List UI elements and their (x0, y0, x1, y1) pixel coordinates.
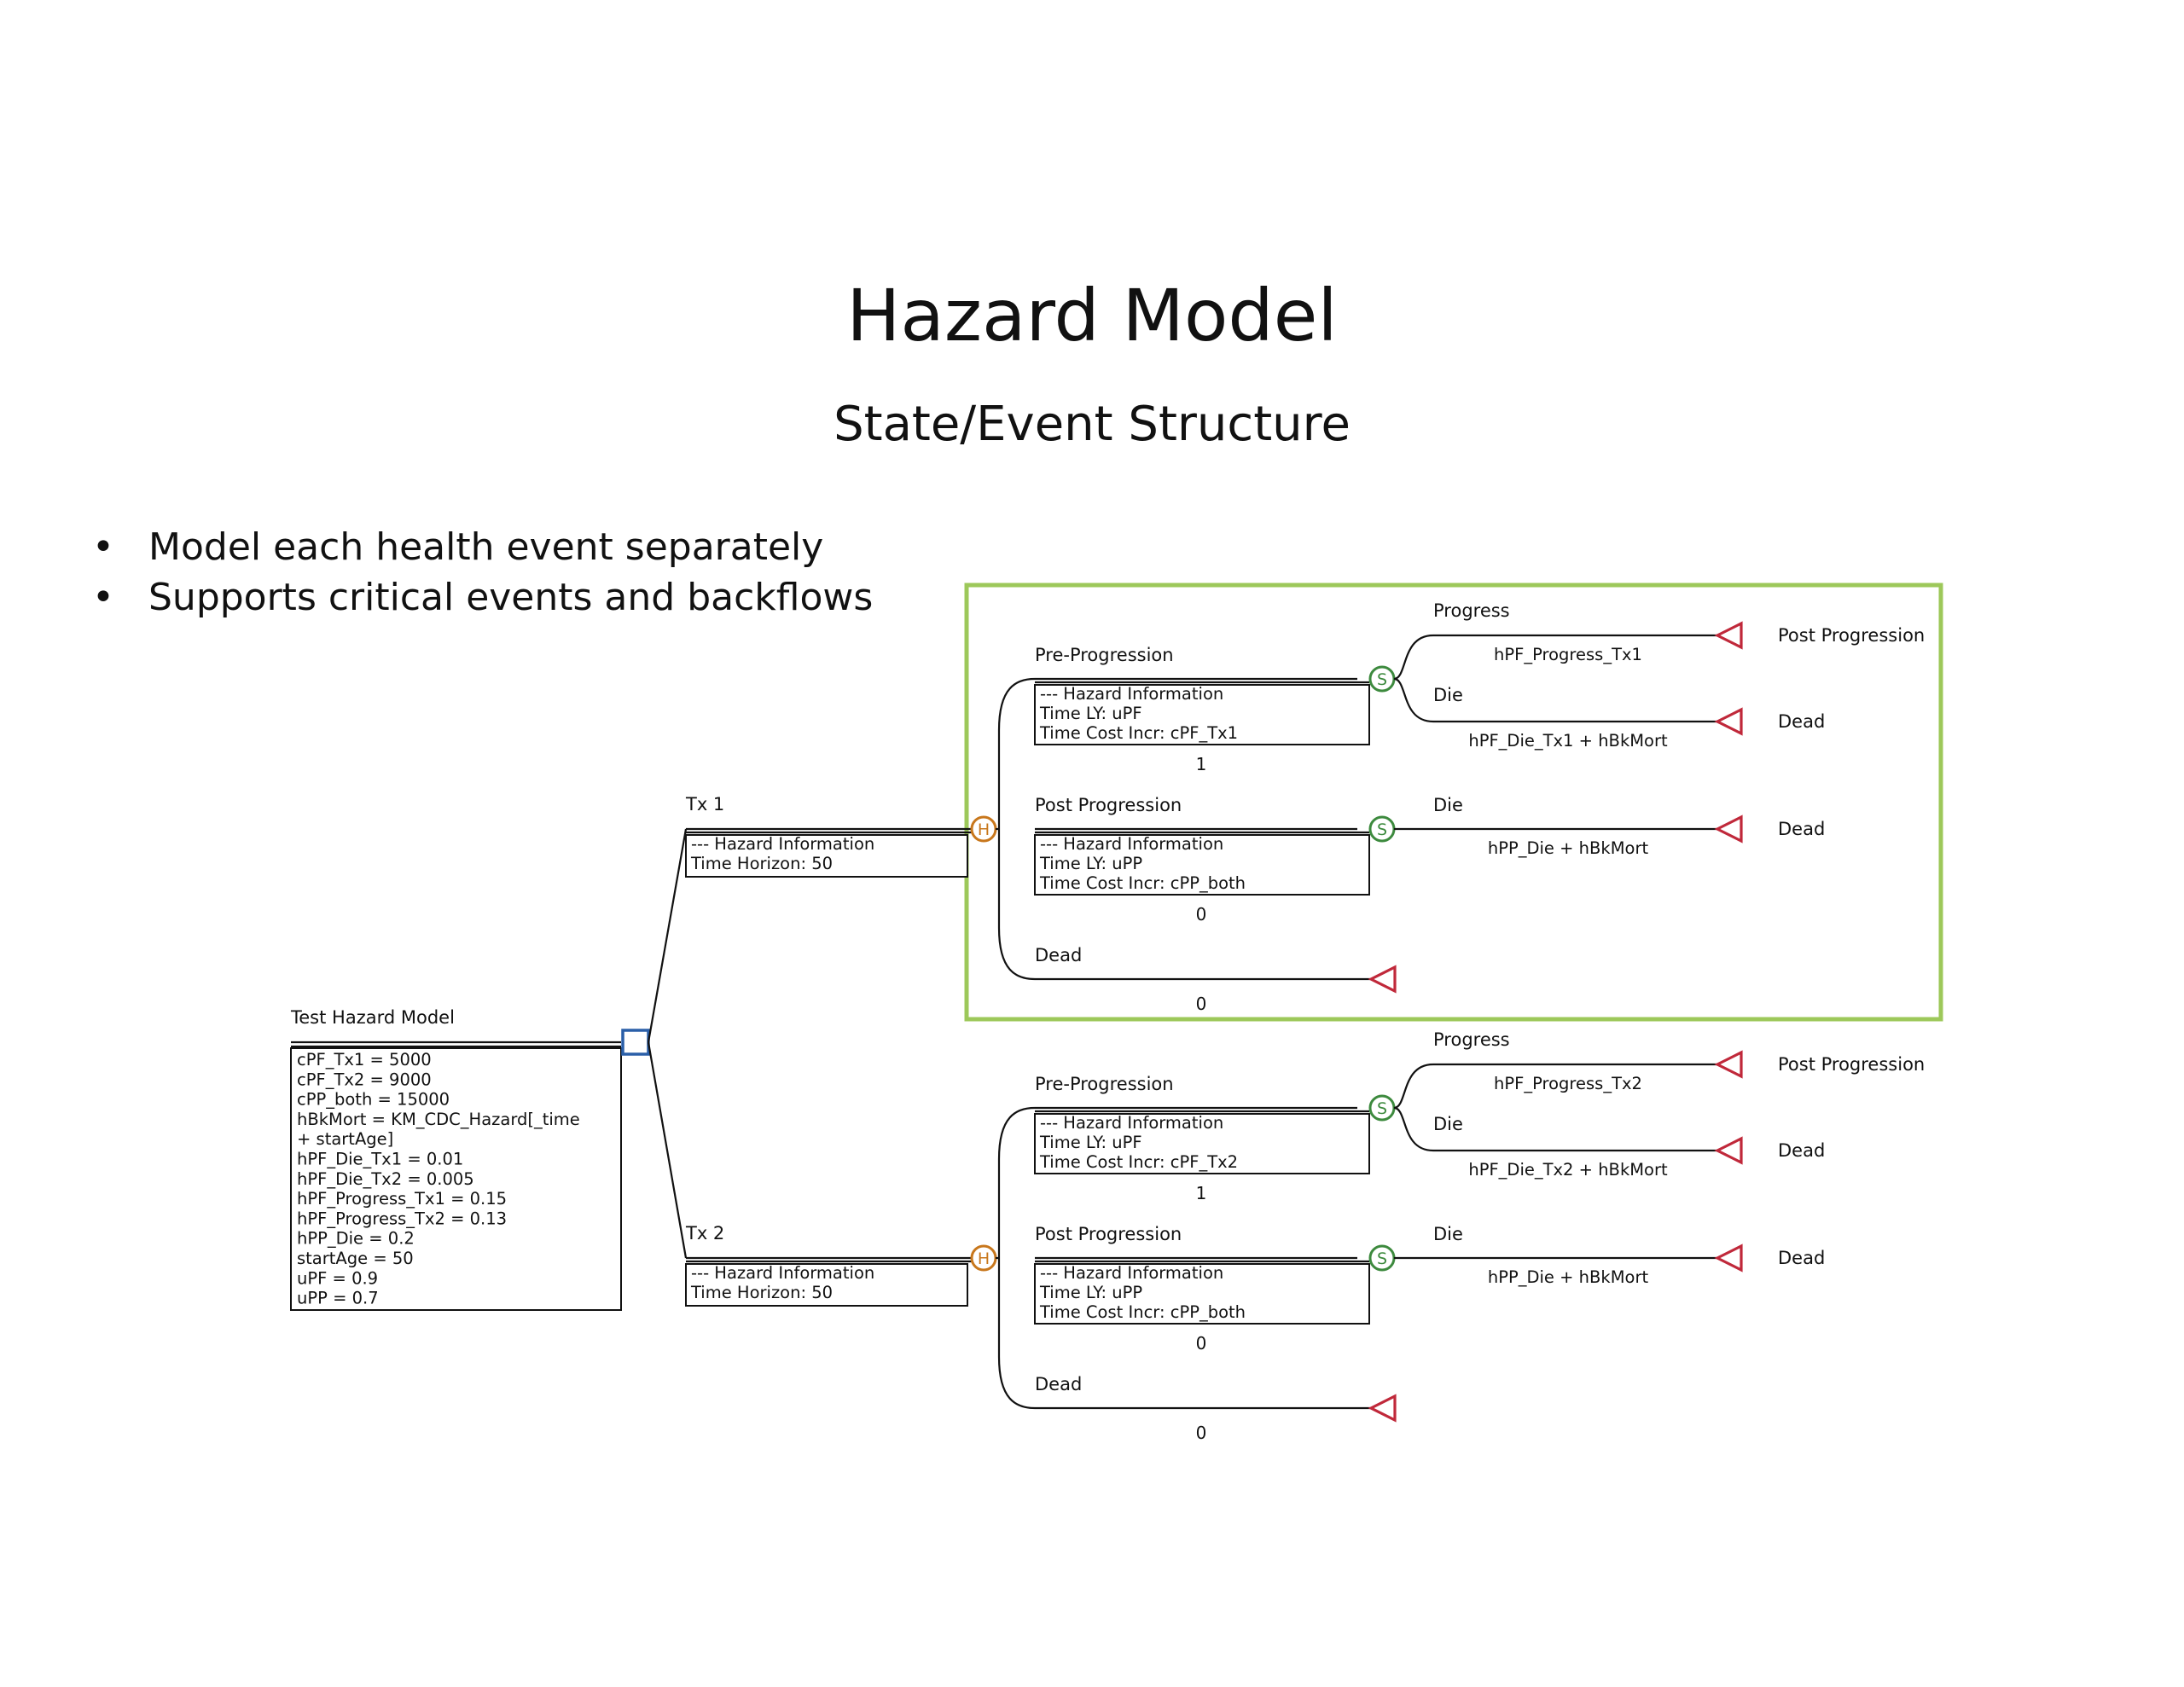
slide-subtitle: State/Event Structure (834, 397, 1350, 452)
root-definition: cPF_Tx1 = 5000 (297, 1050, 432, 1070)
event-formula: hPF_Die_Tx1 + hBkMort (1468, 731, 1668, 751)
state-label: Pre-Progression (1035, 645, 1174, 665)
state-node-letter: S (1377, 1249, 1387, 1268)
root-definition: hBkMort = KM_CDC_Hazard[_time (297, 1110, 580, 1129)
event-label: Die (1433, 685, 1463, 705)
state-connector (997, 1106, 1036, 1410)
terminal-node (1714, 707, 1743, 736)
highlight-frame (964, 583, 1943, 1022)
state-info: --- Hazard Information (1040, 1113, 1223, 1133)
terminal-node (1714, 621, 1743, 650)
state-info: Time LY: uPP (1039, 854, 1142, 873)
branch-info: Time Horizon: 50 (690, 854, 833, 873)
state-info: Time LY: uPF (1039, 1133, 1142, 1152)
state-node-letter: S (1377, 670, 1387, 689)
bullet-item: Supports critical events and backflows (92, 572, 873, 623)
state-probability: 1 (1196, 1183, 1207, 1203)
state-info: Time Cost Incr: cPP_both (1039, 873, 1246, 893)
decision-node (621, 1029, 650, 1056)
branch-info: Time Horizon: 50 (690, 1283, 833, 1302)
event-formula: hPF_Progress_Tx2 (1494, 1074, 1642, 1093)
terminal-node (1368, 965, 1397, 994)
root-definition: hPF_Progress_Tx1 = 0.15 (297, 1189, 507, 1209)
state-info: --- Hazard Information (1040, 684, 1223, 704)
event-edge (1393, 677, 1717, 723)
hazard-node-letter: H (978, 820, 990, 839)
terminal-label: Dead (1778, 1248, 1825, 1268)
root-definition: hPP_Die = 0.2 (297, 1229, 415, 1249)
bullet-item: Model each health event separately (92, 522, 873, 572)
state-info: Time Cost Incr: cPP_both (1039, 1302, 1246, 1322)
root-label: Test Hazard Model (290, 1007, 455, 1028)
state-info-box (1034, 1263, 1370, 1325)
event-label: Progress (1433, 1029, 1510, 1050)
event-edge (1393, 634, 1717, 681)
root-definition: cPP_both = 15000 (297, 1090, 450, 1110)
terminal-node (1368, 1394, 1397, 1423)
state-info: Time LY: uPP (1039, 1283, 1142, 1302)
event-formula: hPP_Die + hBkMort (1488, 838, 1649, 858)
event-label: Die (1433, 1224, 1463, 1244)
terminal-node (1714, 1244, 1743, 1272)
root-definition: hPF_Progress_Tx2 = 0.13 (297, 1209, 507, 1228)
event-label: Die (1433, 795, 1463, 815)
state-probability: 0 (1196, 994, 1207, 1014)
branch-info-box (685, 834, 968, 878)
branch-info: --- Hazard Information (691, 1263, 874, 1283)
state-info: Time LY: uPF (1039, 704, 1142, 723)
state-node-letter: S (1377, 820, 1387, 839)
state-info: --- Hazard Information (1040, 834, 1223, 854)
state-info-box (1034, 834, 1370, 896)
root-definition: uPF = 0.9 (297, 1268, 378, 1288)
root-definition: hPF_Die_Tx1 = 0.01 (297, 1150, 463, 1169)
state-info: Time Cost Incr: cPF_Tx2 (1039, 1152, 1238, 1172)
state-probability: 0 (1196, 904, 1207, 925)
hazard-node-letter: H (978, 1249, 990, 1268)
terminal-label: Dead (1778, 711, 1825, 732)
terminal-node (1714, 1050, 1743, 1079)
state-info-box (1034, 1113, 1370, 1174)
state-probability: 1 (1196, 754, 1207, 774)
terminal-node (1714, 815, 1743, 844)
event-edge (1393, 1063, 1717, 1110)
branch-edge (647, 1041, 688, 1259)
event-label: Die (1433, 1114, 1463, 1134)
root-definition: hPF_Die_Tx2 = 0.005 (297, 1169, 474, 1189)
state-label: Post Progression (1035, 1224, 1182, 1244)
terminal-node (1714, 1136, 1743, 1165)
branch-label: Tx 2 (685, 1223, 724, 1244)
state-info-box (1034, 684, 1370, 745)
slide-title: Hazard Model (846, 274, 1338, 357)
branch-edge (647, 828, 688, 1043)
branch-info: --- Hazard Information (691, 834, 874, 854)
state-label: Post Progression (1035, 795, 1182, 815)
state-label: Pre-Progression (1035, 1074, 1174, 1094)
state-probability: 0 (1196, 1423, 1207, 1443)
terminal-label: Dead (1778, 1140, 1825, 1161)
state-label: Dead (1035, 945, 1082, 965)
root-definition: cPF_Tx2 = 9000 (297, 1070, 432, 1089)
event-formula: hPF_Die_Tx2 + hBkMort (1468, 1160, 1668, 1180)
state-label: Dead (1035, 1374, 1082, 1394)
event-edge (1393, 1106, 1717, 1152)
terminal-label: Post Progression (1778, 625, 1925, 646)
branch-label: Tx 1 (685, 794, 724, 815)
state-info: --- Hazard Information (1040, 1263, 1223, 1283)
event-formula: hPF_Progress_Tx1 (1494, 645, 1642, 664)
event-label: Progress (1433, 600, 1510, 621)
bullet-list: Model each health event separately Suppo… (92, 522, 873, 623)
state-probability: 0 (1196, 1333, 1207, 1354)
terminal-label: Post Progression (1778, 1054, 1925, 1075)
root-definition: + startAge] (297, 1129, 393, 1149)
state-node-letter: S (1377, 1099, 1387, 1118)
root-definition: startAge = 50 (297, 1249, 414, 1268)
root-definition: uPP = 0.7 (297, 1289, 379, 1308)
state-info: Time Cost Incr: cPF_Tx1 (1039, 723, 1238, 743)
root-definitions-box (290, 1047, 622, 1311)
terminal-label: Dead (1778, 819, 1825, 839)
branch-info-box (685, 1263, 968, 1307)
state-connector (997, 677, 1036, 981)
event-formula: hPP_Die + hBkMort (1488, 1267, 1649, 1287)
